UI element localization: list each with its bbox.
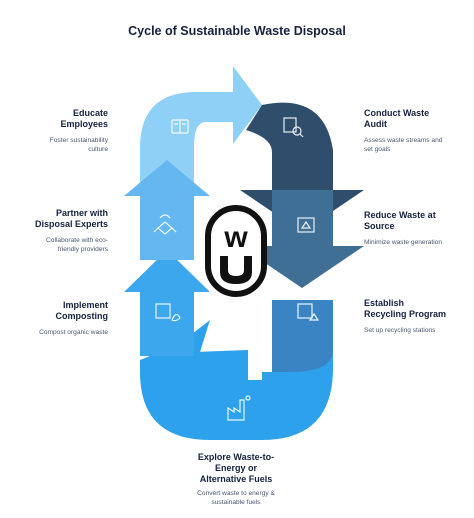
step-partner-title-2: Disposal Experts (34, 219, 108, 229)
step-conduct-title-1: Conduct Waste (364, 108, 430, 118)
step-partner-desc-2: friendly providers (57, 246, 108, 253)
step-partner-title-1: Partner with (55, 208, 108, 218)
step-explore-desc-1: Convert waste to energy & (197, 490, 275, 497)
step-reduce-title-1: Reduce Waste at (364, 210, 436, 220)
segment-educate (140, 66, 262, 192)
segment-implement (124, 250, 210, 356)
handshake-icon (153, 214, 177, 235)
segment-partner (124, 160, 210, 260)
segment-explore-head (194, 350, 248, 382)
center-logo: w (205, 205, 267, 297)
book-icon (171, 119, 189, 134)
step-educate-title-1: Educate (72, 108, 108, 118)
step-implement-title-1: Implement (62, 300, 108, 310)
box-recycle-icon (297, 303, 320, 321)
step-educate-desc-2: culture (88, 146, 108, 153)
step-reduce-desc-1: Minimize waste generation (364, 239, 443, 246)
step-explore-desc-2: sustainable fuels (211, 499, 261, 506)
audit-report-icon (283, 117, 304, 138)
step-establish-desc-1: Set up recycling stations (364, 327, 436, 334)
step-educate-title-2: Employees (60, 119, 108, 129)
logo-text-w: w (223, 221, 248, 254)
step-conduct-title-2: Audit (364, 119, 387, 129)
step-partner-desc-1: Collaborate with eco- (46, 237, 108, 244)
factory-icon (227, 395, 251, 421)
step-conduct-desc-1: Assess waste streams and (364, 137, 443, 144)
segment-reduce (240, 190, 364, 288)
step-implement-title-2: Composting (55, 311, 109, 321)
step-explore-title-2: Energy or (214, 463, 257, 473)
step-establish-title-2: Recycling Program (364, 309, 447, 319)
step-explore-title-3: Alternative Fuels (199, 474, 273, 484)
step-explore-title-1: Explore Waste-to- (197, 452, 275, 462)
step-implement-desc-1: Compost organic waste (39, 329, 108, 336)
recycle-box-icon (297, 217, 315, 233)
step-educate-desc-1: Foster sustainability (49, 137, 108, 144)
compost-box-icon (155, 303, 181, 322)
step-establish-title-1: Establish (364, 298, 405, 308)
step-conduct-desc-2: set goals (364, 146, 391, 153)
step-reduce-title-2: Source (364, 221, 395, 231)
diagram-title: Cycle of Sustainable Waste Disposal (128, 24, 346, 38)
